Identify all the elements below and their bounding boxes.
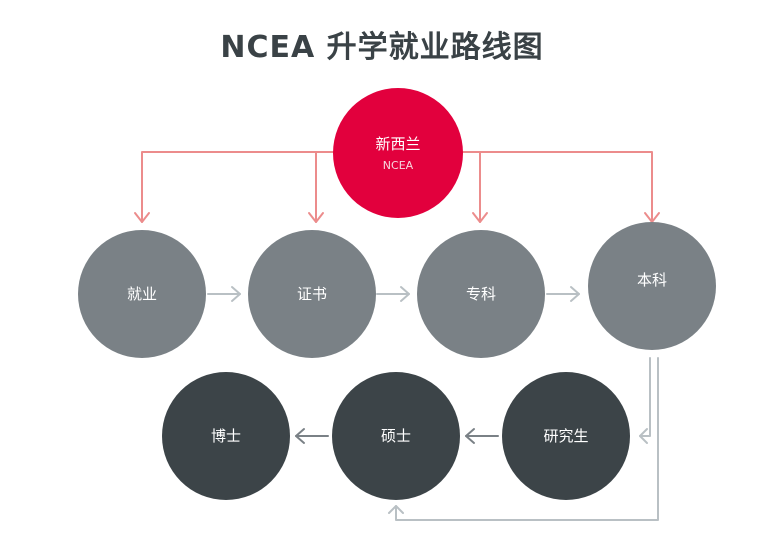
node-master-label: 硕士 xyxy=(380,426,411,445)
arrowhead-research-to-master xyxy=(465,428,475,444)
arrowhead-diploma-to-bachelor xyxy=(570,286,580,302)
branch-line-left xyxy=(141,151,334,223)
node-doctorate: 博士 xyxy=(162,372,290,500)
node-employment-label: 就业 xyxy=(126,284,157,303)
node-bachelor: 本科 xyxy=(588,222,716,350)
node-employment: 就业 xyxy=(78,230,206,358)
node-certificate-label: 证书 xyxy=(296,284,327,303)
arrowhead-employment xyxy=(134,212,150,223)
arrowhead-employment-to-certificate xyxy=(231,286,241,302)
arrowhead-bachelor-to-master xyxy=(388,505,404,514)
arrowhead-bachelor-to-research xyxy=(639,428,648,444)
node-research-student-label: 研究生 xyxy=(543,426,589,445)
arrowhead-diploma xyxy=(472,212,488,223)
node-doctorate-label: 博士 xyxy=(210,426,241,445)
arrowhead-certificate-to-diploma xyxy=(400,286,410,302)
node-certificate: 证书 xyxy=(248,230,376,358)
root-sublabel: NCEA xyxy=(382,159,414,172)
node-diploma: 专科 xyxy=(417,230,545,358)
line-bachelor-to-research xyxy=(639,357,651,437)
arrowhead-master-to-doctorate xyxy=(295,428,305,444)
line-bachelor-to-master xyxy=(395,357,659,521)
branch-line-right xyxy=(462,151,653,223)
page-title: NCEA 升学就业路线图 xyxy=(220,30,544,65)
arrowhead-certificate xyxy=(308,212,324,223)
node-diploma-label: 专科 xyxy=(465,284,496,303)
node-master: 硕士 xyxy=(332,372,460,500)
root-label: 新西兰 xyxy=(375,135,421,153)
node-research-student: 研究生 xyxy=(502,372,630,500)
node-ncea-root: 新西兰 NCEA xyxy=(333,88,463,218)
node-bachelor-label: 本科 xyxy=(636,270,667,289)
